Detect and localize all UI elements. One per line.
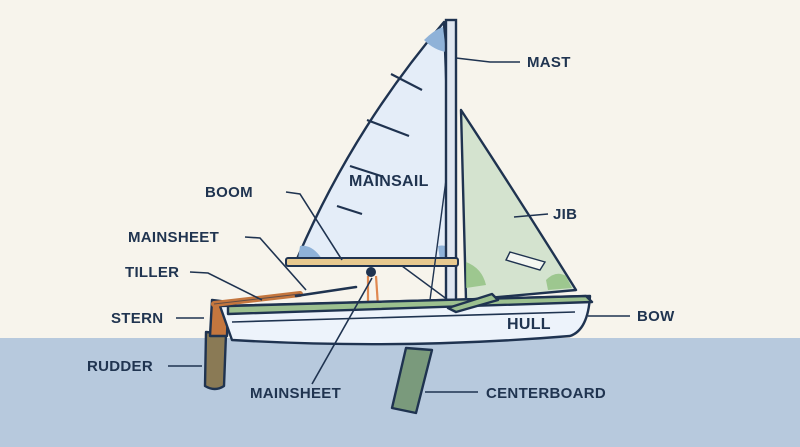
label-centerboard: CENTERBOARD bbox=[486, 385, 606, 402]
hull-stripe bbox=[231, 311, 576, 323]
sail-batten-2 bbox=[366, 118, 410, 138]
leader-tiller bbox=[189, 271, 263, 301]
sail-batten-1 bbox=[390, 73, 423, 91]
label-hull: HULL bbox=[507, 316, 551, 333]
label-rudder: RUDDER bbox=[87, 358, 153, 375]
shroud-line bbox=[429, 179, 447, 301]
leader-boom bbox=[285, 191, 343, 261]
mainsail-head-shade bbox=[424, 27, 446, 52]
label-boom: BOOM bbox=[205, 184, 253, 201]
mainsheet-block bbox=[366, 267, 376, 277]
sail-batten-3 bbox=[349, 164, 382, 178]
jib-window bbox=[504, 251, 547, 271]
centerboard bbox=[390, 346, 434, 415]
rudder bbox=[203, 330, 228, 391]
jib-corner-shade-2 bbox=[546, 273, 572, 290]
hull-deck bbox=[226, 294, 594, 316]
label-tiller: TILLER bbox=[125, 264, 179, 281]
label-jib: JIB bbox=[553, 206, 577, 223]
label-mainsheet-lower: MAINSHEET bbox=[250, 385, 341, 402]
boom bbox=[285, 257, 459, 267]
jib-corner-shade bbox=[466, 262, 486, 288]
label-mast: MAST bbox=[527, 54, 571, 71]
leader-mast bbox=[455, 57, 520, 63]
foredeck bbox=[446, 292, 500, 314]
sail-batten-4 bbox=[336, 204, 363, 216]
mainsail-tack-shade bbox=[298, 245, 322, 259]
tiller-outline bbox=[213, 293, 301, 305]
label-stern: STERN bbox=[111, 310, 163, 327]
label-mainsail: MAINSAIL bbox=[349, 173, 429, 190]
tiller-extension bbox=[294, 285, 358, 298]
vang-line bbox=[401, 265, 449, 301]
leader-mainsheet-upper bbox=[244, 236, 307, 291]
leader-mainsheet-lower bbox=[311, 277, 373, 385]
jib-sail bbox=[459, 108, 578, 302]
label-mainsheet-upper: MAINSHEET bbox=[128, 229, 219, 246]
leader-jib bbox=[513, 213, 549, 218]
label-bow: BOW bbox=[637, 308, 675, 325]
